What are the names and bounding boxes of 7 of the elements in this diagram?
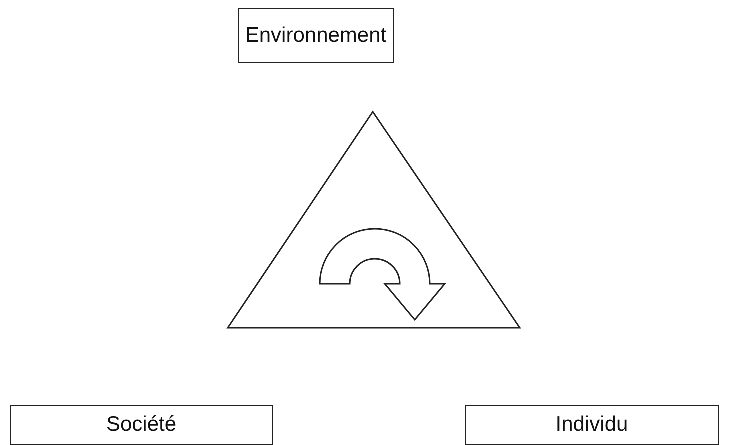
label-box xyxy=(10,405,273,445)
triangle-shape xyxy=(226,110,522,329)
label-box xyxy=(465,405,719,445)
box-label: Environnement xyxy=(245,24,387,48)
box-label: Individu xyxy=(556,413,628,437)
box-label: Société xyxy=(106,413,177,437)
label-box xyxy=(238,8,394,63)
